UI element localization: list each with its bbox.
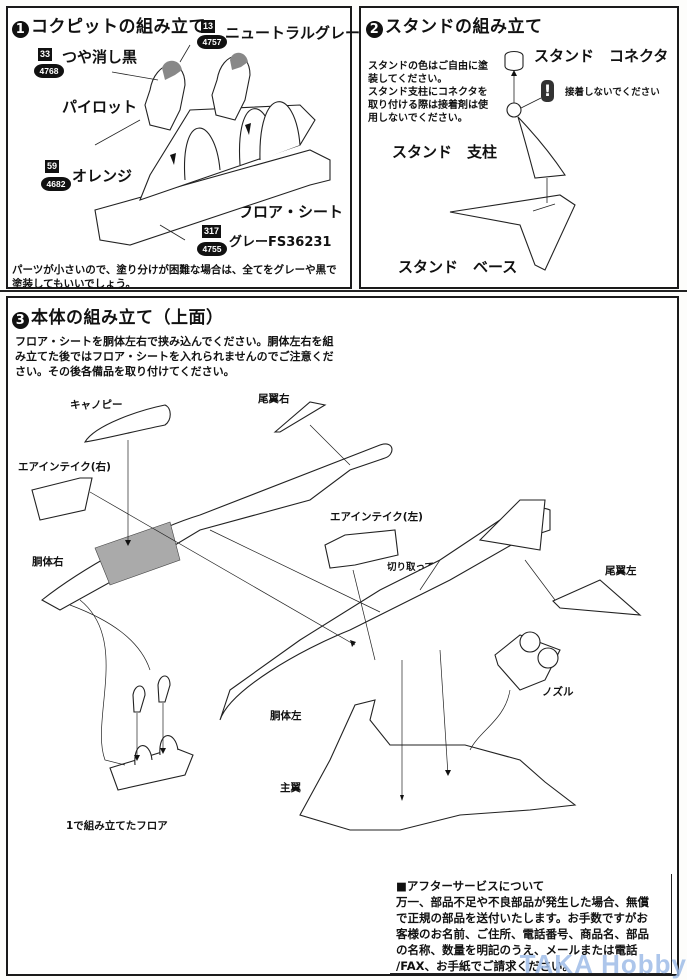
label-tail-left: 尾翼左 [605, 565, 637, 577]
section-body-assembly [6, 296, 679, 976]
stand-pillar-shape [517, 116, 566, 179]
paint-code-square: 13 [201, 20, 216, 33]
section3-note: フロア・シートを胴体左右で挟み込んでください。胴体左右を組 み立てた後ではフロア… [15, 334, 375, 379]
section2-title-text: スタンドの組み立て [385, 17, 543, 37]
paint-code-square: 33 [38, 48, 53, 61]
warning-no-glue-text: 接着しないでください [565, 87, 660, 98]
label-floor-from-step-1: 1で組み立てたフロア [66, 820, 168, 832]
after-service-line: 客様のお名前、ご住所、電話番号、商品名、部品 [396, 927, 649, 941]
after-service-line: /FAX、お手紙でご請求ください。 [396, 959, 575, 973]
label-stand-connector: スタンド コネクタ [534, 47, 669, 65]
canopy-shape [83, 404, 171, 443]
label-intake-right: エアインテイク(右) [18, 461, 111, 473]
tail-left-shape [552, 579, 642, 616]
paint-code-oval: 4768 [34, 64, 64, 78]
intake-left-shape [324, 529, 399, 569]
paint-name-orange: オレンジ [72, 167, 133, 185]
paint-code-oval: 4757 [197, 35, 227, 49]
paint-code-square: 59 [45, 160, 60, 173]
note-line: 用しないでください。 [368, 113, 468, 124]
section1-title-text: コクピットの組み立て [31, 17, 206, 37]
stand-base-shape [449, 194, 576, 271]
after-service-line: の名称、数量を明記のうえ、メールまたは電話 [396, 943, 638, 957]
warning-exclamation-icon: ! [541, 80, 554, 102]
section-divider [0, 290, 687, 292]
fuselage-right-shape [41, 443, 393, 611]
note-line: スタンドの色はご自由に塗 [368, 61, 488, 72]
stand-connector-shape [504, 50, 524, 72]
main-wing-shape [299, 699, 577, 831]
label-nozzle: ノズル [542, 686, 574, 698]
label-tail-right: 尾翼右 [258, 393, 290, 405]
intake-right-shape [31, 477, 93, 521]
label-canopy: キャノピー [70, 399, 123, 411]
label-fuselage-left: 胴体左 [270, 710, 302, 722]
after-service-line: 万一、部品不足や不良部品が発生した場合、無償 [396, 895, 649, 909]
paint-code-oval: 4682 [41, 177, 71, 191]
note-line: スタンド支柱にコネクタを [368, 87, 488, 98]
watermark-text: TAKA Hobby [519, 949, 687, 979]
paint-name-flat-black: つや消し黒 [62, 48, 138, 66]
note-line: 取り付ける際は接着剤は使 [368, 100, 488, 111]
note-line: み立てた後ではフロア・シートを入れられませんのでご注意くだ [15, 350, 334, 363]
paint-name-grey-fs36231: グレーFS36231 [229, 235, 332, 250]
note-line: 装してください。 [368, 74, 448, 85]
tail-right-shape [273, 401, 327, 433]
label-stand-base: スタンド ベース [398, 258, 518, 276]
note-line: さい。その後各備品を取り付けてください。 [15, 365, 235, 378]
section1-note: パーツが小さいので、塗り分けが困難な場合は、全てをグレーや黒で塗装してもいいでし… [12, 264, 337, 290]
paint-code-oval: 4755 [197, 242, 227, 256]
step-number-badge: 2 [366, 21, 383, 38]
label-pilot: パイロット [62, 98, 138, 116]
section3-title-text: 本体の組み立て（上面） [31, 308, 224, 328]
note-line: フロア・シートを胴体左右で挟み込んでください。胴体左右を組 [15, 335, 334, 348]
floor-part-shape [94, 149, 331, 246]
after-service-heading: ■アフターサービスについて [396, 879, 545, 893]
floor-assembly-shape [109, 747, 194, 791]
after-service-box [390, 874, 672, 974]
paint-name-neutral-grey: ニュートラルグレー [225, 24, 361, 42]
after-service-notice: ■アフターサービスについて 万一、部品不足や不良部品が発生した場合、無償 で正規… [396, 878, 668, 974]
label-stand-pillar: スタンド 支柱 [392, 143, 498, 161]
label-main-wing: 主翼 [280, 782, 301, 794]
step-number-badge: 3 [12, 312, 29, 329]
label-floor-seat: フロア・シート [238, 203, 344, 221]
after-service-line: で正規の部品を送付いたします。お手数ですがお [396, 911, 648, 925]
step-number-badge: 1 [12, 21, 29, 38]
label-intake-left: エアインテイク(左) [330, 511, 423, 523]
paint-code-square: 317 [202, 225, 222, 238]
label-fuselage-right: 胴体右 [32, 556, 64, 568]
section2-note: スタンドの色はご自由に塗 装してください。 スタンド支柱にコネクタを 取り付ける… [368, 60, 508, 125]
